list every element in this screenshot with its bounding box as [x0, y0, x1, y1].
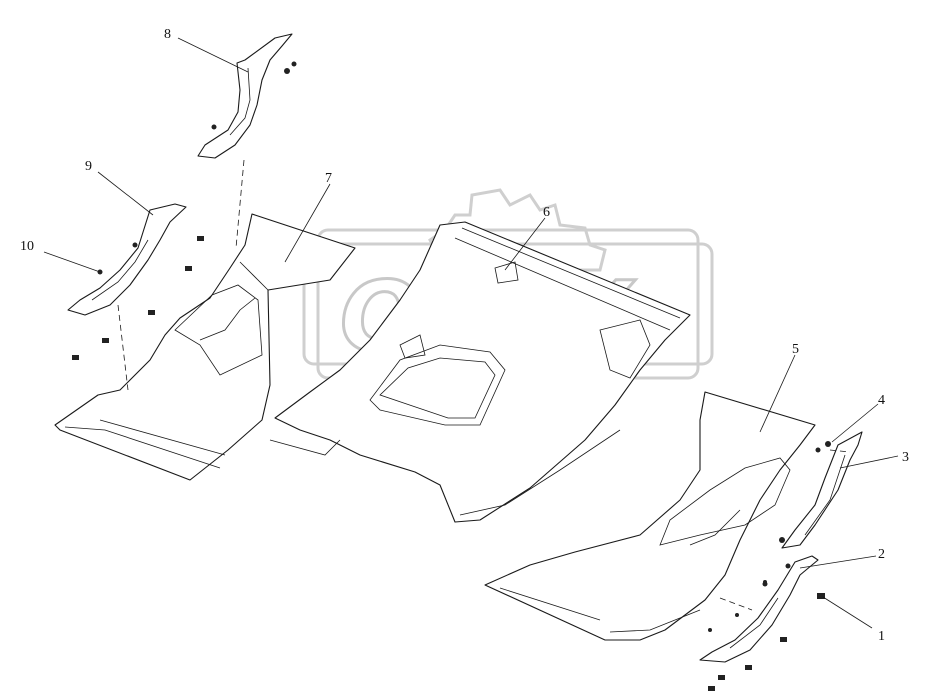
- callout-labels: 1 2 3 4 5 6 7 8 9 10: [20, 27, 909, 644]
- callout-5: 5: [792, 342, 799, 357]
- callout-6: 6: [543, 205, 550, 220]
- fastener-clips: [72, 236, 831, 691]
- callout-3: 3: [902, 450, 909, 465]
- part-5-right-floor-mat: [484, 391, 816, 641]
- callout-1: 1: [878, 629, 885, 644]
- callout-8: 8: [164, 27, 171, 42]
- part-3-right-trim: [779, 431, 863, 549]
- assembly-lines: [117, 159, 851, 611]
- leader-lines: [43, 37, 899, 629]
- part-6-center-floor-mat: [269, 221, 691, 523]
- part-8-upper-trim: [197, 33, 297, 159]
- callout-2: 2: [878, 547, 885, 562]
- callout-4: 4: [878, 393, 885, 408]
- part-9-left-sill-strip: [67, 203, 187, 316]
- part-7-left-floor-mat: [54, 213, 356, 481]
- callout-7: 7: [325, 171, 332, 186]
- callout-10: 10: [20, 239, 34, 254]
- callout-9: 9: [85, 159, 92, 174]
